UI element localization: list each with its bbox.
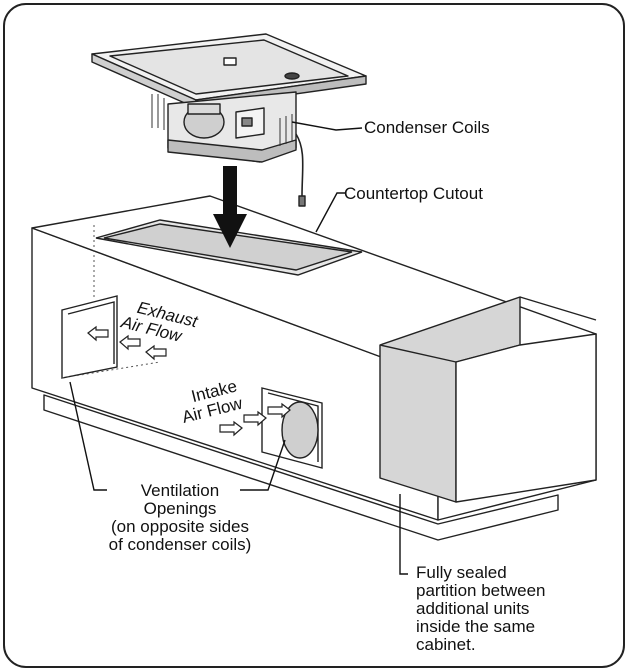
countertop-cutout-label: Countertop Cutout	[344, 184, 483, 203]
ventilation-label-line-3: (on opposite sides	[111, 517, 249, 536]
ventilation-label-line-2: Openings	[143, 499, 217, 518]
partition-label-line-3: additional units	[416, 599, 530, 618]
countertop-cutout	[95, 219, 363, 276]
exhaust-opening	[61, 295, 118, 379]
ventilation-label-line-4: of condenser coils)	[108, 535, 252, 554]
partition-label-line-5: cabinet.	[416, 635, 476, 654]
refrigeration-unit	[91, 33, 367, 207]
leader-lines	[69, 121, 408, 575]
exhaust-arrows	[87, 325, 167, 361]
partition-label: Fully sealed partition between additiona…	[416, 564, 545, 654]
intake-arrows	[219, 402, 291, 437]
hidden-edge-lines	[61, 225, 161, 379]
partition-label-line-2: partition between	[416, 581, 546, 600]
condenser-coils-label: Condenser Coils	[364, 118, 490, 137]
ventilation-openings-label: Ventilation Openings (on opposite sides …	[60, 482, 300, 554]
ventilation-label-line-1: Ventilation	[140, 481, 220, 500]
install-direction-arrow	[213, 166, 247, 248]
partition-label-line-1: Fully sealed	[416, 563, 507, 582]
partition-label-line-4: inside the same	[416, 617, 536, 636]
